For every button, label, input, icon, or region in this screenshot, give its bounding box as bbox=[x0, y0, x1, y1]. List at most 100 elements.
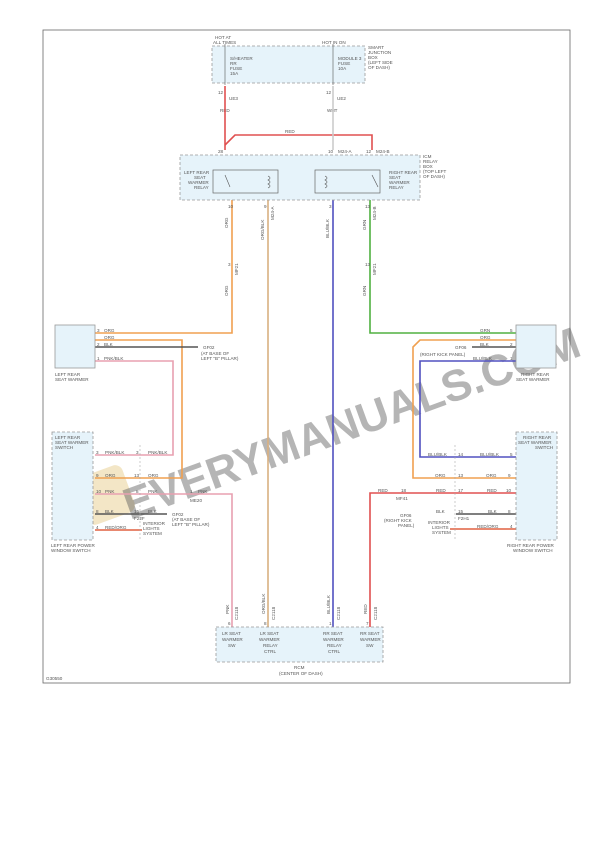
diagram-label: HOT AT bbox=[215, 35, 231, 40]
diagram-label: GF02 bbox=[203, 345, 215, 350]
diagram-label: BLK bbox=[104, 342, 114, 347]
diagram-label: LEFT REAR bbox=[55, 372, 81, 377]
diagram-label: CTRL bbox=[264, 649, 276, 654]
diagram-label: 15 bbox=[134, 509, 140, 514]
diagram-label: ORG/BLK bbox=[260, 219, 265, 240]
diagram-label: FUSE bbox=[338, 61, 350, 66]
rcm-pin-label: 1 bbox=[329, 621, 332, 626]
wire bbox=[369, 492, 516, 627]
diagram-label: WARMER bbox=[259, 637, 280, 642]
diagram-label: RIGHT REAR bbox=[521, 372, 550, 377]
rcm-pin-label: 7 bbox=[366, 621, 369, 626]
diagram-label: JUNCTION bbox=[368, 50, 391, 55]
component-box bbox=[211, 45, 366, 84]
wire bbox=[267, 175, 271, 189]
diagram-label: RIGHT REAR POWER bbox=[507, 543, 555, 548]
diagram-label: SWITCH bbox=[55, 445, 73, 450]
diagram-label: 3 bbox=[329, 204, 332, 209]
diagram-label: 13 bbox=[134, 473, 140, 478]
diagram-label: WINDOW SWITCH bbox=[51, 548, 91, 553]
diagram-label: GF06 bbox=[400, 513, 412, 518]
diagram-label: M24-A bbox=[338, 149, 352, 154]
diagram-label: PNK bbox=[148, 489, 158, 494]
diagram-label: WARMER bbox=[323, 637, 344, 642]
diagram-label: 2 bbox=[510, 342, 513, 347]
diagram-label: 15A bbox=[230, 71, 239, 76]
diagram-label: PNK/BLK bbox=[105, 450, 125, 455]
diagram-label: 12 bbox=[366, 149, 372, 154]
diagram-label: 9 bbox=[264, 204, 267, 209]
wire bbox=[95, 339, 183, 479]
diagram-label: WINDOW SWITCH bbox=[513, 548, 553, 553]
diagram-label: BLU/BLK bbox=[480, 452, 500, 457]
diagram-label: 10 bbox=[96, 489, 102, 494]
diagram-label: S/HEATER bbox=[230, 56, 253, 61]
wire bbox=[224, 174, 231, 188]
diagram-label: SEAT bbox=[389, 175, 401, 180]
diagram-label: ORG bbox=[224, 285, 229, 296]
diagram-label: RR bbox=[230, 61, 237, 66]
diagram-label: 4 bbox=[510, 524, 513, 529]
diagram-label: BOX bbox=[368, 55, 378, 60]
diagram-label: LEFT REAR bbox=[55, 435, 81, 440]
diagram-label: SEAT bbox=[194, 175, 206, 180]
diagram-label: 18 bbox=[401, 488, 407, 493]
diagram-label: SEAT WARMER bbox=[516, 377, 550, 382]
diagram-label: RELAY bbox=[263, 643, 278, 648]
rcm-pin-label: 8 bbox=[264, 621, 267, 626]
diagram-label: RED bbox=[285, 129, 295, 134]
diagram-label: 14 bbox=[458, 452, 464, 457]
diagram-label: BLK bbox=[480, 342, 490, 347]
rcm-connector-label: C2118 bbox=[234, 606, 239, 620]
diagram-label: ORG bbox=[104, 328, 115, 333]
diagram-label: 13 bbox=[365, 262, 371, 267]
diagram-label: ICM bbox=[423, 154, 432, 159]
wire bbox=[324, 175, 328, 189]
diagram-label: RELAY bbox=[194, 185, 209, 190]
diagram-label: WARMER bbox=[188, 180, 209, 185]
diagram-label: (LEFT SIDE bbox=[368, 60, 393, 65]
diagram-label: SEAT WARMER bbox=[518, 440, 552, 445]
diagram-label: ORG bbox=[486, 473, 497, 478]
diagram-label: BLK bbox=[488, 509, 498, 514]
diagram-label: 5 bbox=[510, 328, 513, 333]
diagram-label: RIGHT REAR bbox=[523, 435, 552, 440]
wire bbox=[95, 493, 233, 627]
diagram-label: RCM bbox=[294, 665, 305, 670]
diagram-label: OF DASH) bbox=[368, 65, 390, 70]
diagram-label: 9 bbox=[96, 473, 99, 478]
diagram-label: 1 bbox=[190, 489, 193, 494]
diagram-label: M24-B bbox=[376, 149, 390, 154]
diagram-label: PNK/BLK bbox=[104, 356, 124, 361]
diagram-label: 8 bbox=[96, 509, 99, 514]
diagram-label: LEFT REAR bbox=[184, 170, 210, 175]
diagram-label: SYSTEM bbox=[143, 531, 162, 536]
wire bbox=[95, 360, 174, 456]
diagram-label: ORG bbox=[480, 335, 491, 340]
diagram-label: WARMER bbox=[360, 637, 381, 642]
watermark: EVERYMANUALS.COM bbox=[75, 318, 587, 529]
diagram-label: RED bbox=[487, 488, 497, 493]
diagram-label: BLU/BLK bbox=[326, 594, 331, 614]
diagram-label: 1 bbox=[97, 356, 100, 361]
diagram-label: ORG/BLK bbox=[261, 593, 266, 614]
diagram-label: LR SEAT bbox=[222, 631, 241, 636]
diagram-label: INTERIOR bbox=[428, 520, 451, 525]
wires bbox=[95, 86, 516, 627]
diagram-label: ORG bbox=[435, 473, 446, 478]
diagram-label: SW bbox=[228, 643, 236, 648]
diagram-label: GRN bbox=[362, 286, 367, 296]
rcm-pin-label: 6 bbox=[228, 621, 231, 626]
component-box bbox=[51, 431, 94, 541]
diagram-label: 12 bbox=[326, 90, 332, 95]
diagram-label: LIGHTS bbox=[432, 525, 449, 530]
diagram-label: PNK bbox=[225, 604, 230, 614]
diagram-label: 12 bbox=[218, 90, 224, 95]
diagram-label: SW bbox=[366, 643, 374, 648]
diagram-label: 4 bbox=[96, 525, 99, 530]
